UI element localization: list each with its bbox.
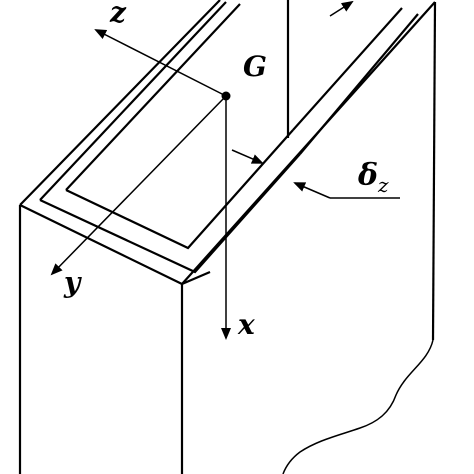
- wall-thickness: [39, 0, 419, 274]
- break-line: [282, 339, 434, 474]
- side-wall-rim: [181, 270, 211, 286]
- delta-label: δ: [357, 158, 378, 193]
- x-axis-label: x: [237, 308, 255, 341]
- inner-right-rim: [292, 7, 419, 155]
- thickness-arrow-right: [293, 182, 331, 199]
- inner-hollow-outline: [65, 3, 294, 250]
- y-axis-label: y: [63, 266, 82, 299]
- right-vertical-edge: [431, 1, 437, 341]
- centroid-label: G: [243, 50, 267, 83]
- delta-subscript: z: [377, 173, 389, 197]
- y-axis-line: [50, 95, 227, 276]
- thickness-arrow-top: [329, 0, 354, 17]
- z-axis-label: z: [109, 0, 127, 29]
- z-axis-line: [94, 29, 227, 97]
- top-face-outer-edge: [19, 0, 436, 285]
- coordinate-axes: z y x G: [50, 0, 267, 341]
- thickness-arrow-left: [231, 149, 264, 164]
- inner-rim-left: [39, 1, 227, 201]
- thickness-dimension: δ z: [231, 149, 400, 199]
- inner-rim-front: [39, 153, 301, 274]
